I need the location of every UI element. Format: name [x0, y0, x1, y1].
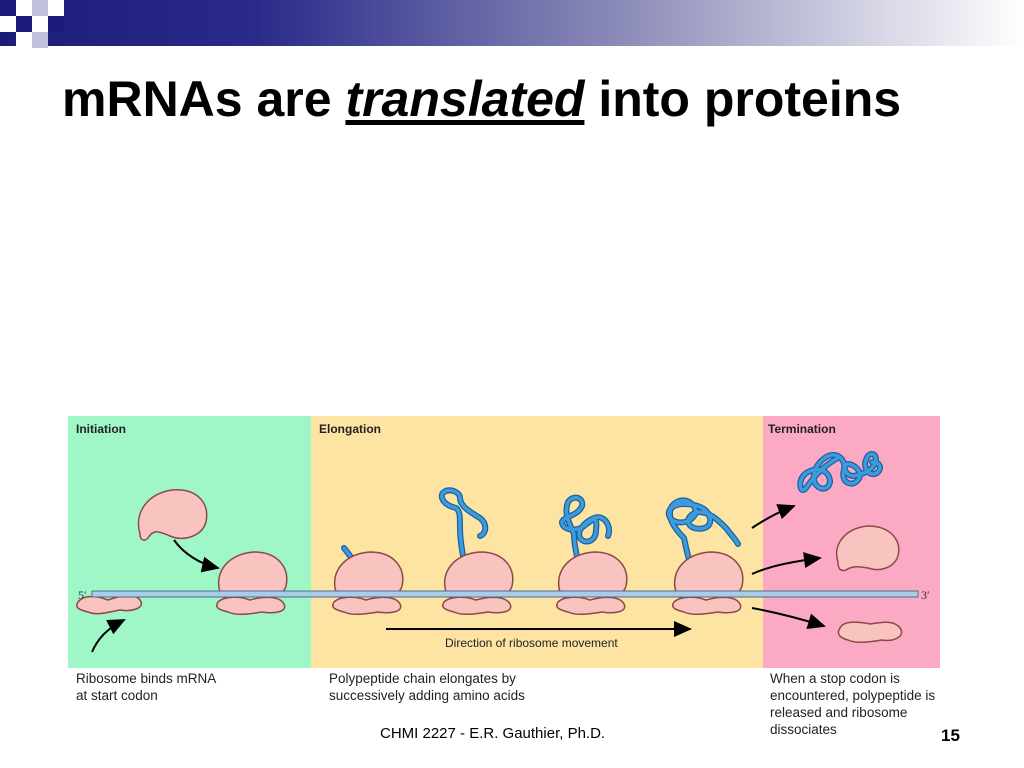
header-gradient-bar: [0, 0, 1024, 46]
ribosome-small-elongation-4: [672, 596, 742, 616]
initiation-arrow-large: [173, 539, 220, 573]
header-square-decoration: [48, 16, 64, 32]
slide-footer: CHMI 2227 - E.R. Gauthier, Ph.D.: [380, 725, 606, 742]
ribosome-small-elongation-3: [556, 596, 626, 616]
header-square-decoration: [16, 32, 32, 48]
ribosome-small-assembled-initiation: [216, 596, 286, 616]
ribosome-small-subunit-released: [837, 621, 903, 644]
release-arrow-polypeptide: [751, 504, 796, 529]
caption-line: encountered, polypeptide is: [770, 688, 936, 703]
initiation-panel: [68, 416, 311, 668]
header-square-decoration: [32, 32, 48, 48]
header-square-decoration: [16, 16, 32, 32]
caption-line: released and ribosome: [770, 705, 908, 720]
elongation-caption: Polypeptide chain elongates by successiv…: [329, 670, 525, 704]
ribosome-small-subunit-free: [76, 594, 143, 615]
release-arrow-large-subunit: [751, 552, 822, 575]
initiation-heading: Initiation: [76, 422, 126, 436]
termination-heading: Termination: [768, 422, 836, 436]
slide-title: mRNAs are translated into proteins: [62, 66, 942, 132]
ribosome-large-subunit-released: [835, 525, 900, 572]
header-square-decoration: [0, 0, 16, 16]
caption-line: at start codon: [76, 688, 158, 703]
mrna-strand: [91, 590, 919, 598]
initiation-arrow-small: [91, 619, 126, 653]
title-text-end: into proteins: [584, 71, 902, 127]
header-square-decoration: [16, 0, 32, 16]
caption-line: dissociates: [770, 722, 837, 737]
header-square-decoration: [0, 16, 16, 32]
translation-diagram: Initiation Elongation Termination: [68, 416, 940, 668]
header-square-decoration: [48, 0, 64, 16]
caption-line: When a stop codon is: [770, 671, 900, 686]
title-text-start: mRNAs are: [62, 71, 346, 127]
title-emphasis: translated: [345, 71, 585, 127]
caption-line: Ribosome binds mRNA: [76, 671, 217, 686]
ribosome-small-elongation-2: [442, 596, 512, 616]
header-square-decoration: [32, 0, 48, 16]
release-arrow-small-subunit: [751, 607, 826, 629]
termination-caption: When a stop codon is encountered, polype…: [770, 670, 936, 738]
mrna-5-prime-label: 5′: [78, 588, 87, 602]
direction-label: Direction of ribosome movement: [445, 636, 618, 650]
elongation-panel: [311, 416, 763, 668]
page-number: 15: [941, 726, 960, 745]
elongation-heading: Elongation: [319, 422, 381, 436]
ribosome-small-elongation-1: [332, 596, 402, 616]
ribosome-large-subunit-free: [137, 489, 208, 541]
header-square-decoration: [32, 16, 48, 32]
caption-line: successively adding amino acids: [329, 688, 525, 703]
initiation-caption: Ribosome binds mRNA at start codon: [76, 670, 216, 704]
caption-line: Polypeptide chain elongates by: [329, 671, 516, 686]
mrna-3-prime-label: 3′: [921, 588, 930, 602]
